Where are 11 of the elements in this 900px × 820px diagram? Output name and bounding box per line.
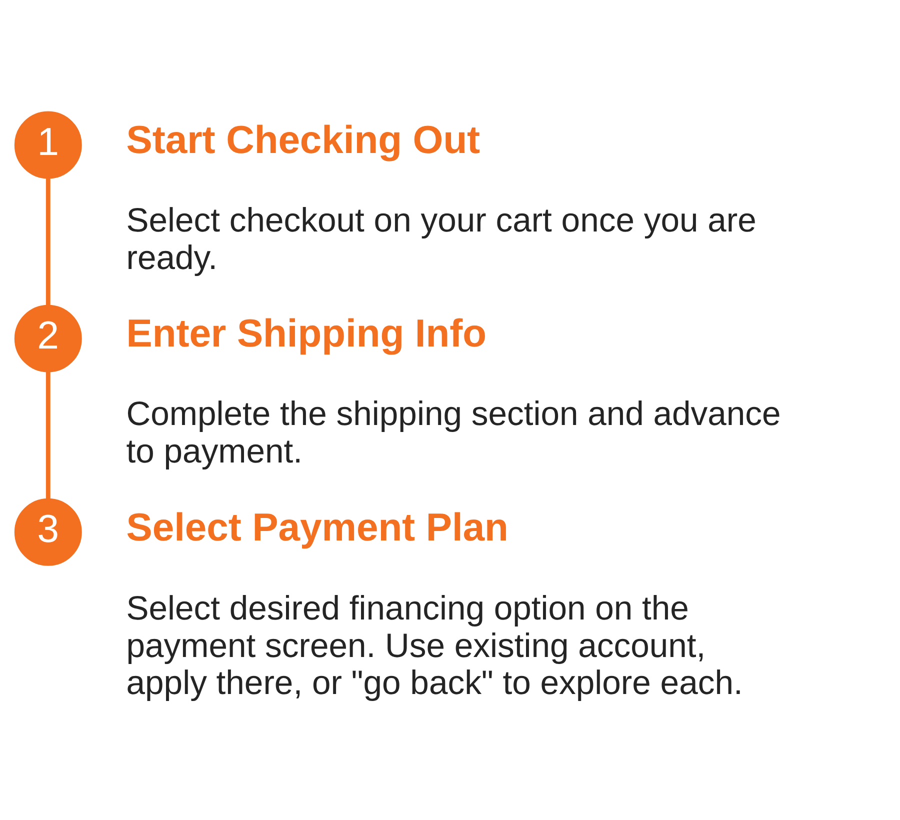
node-circle: 1 — [14, 110, 82, 178]
node-circle: 3 — [14, 498, 82, 566]
node-circle: 2 — [14, 304, 82, 372]
node-label: Select checkout on your cart once you are ready. — [126, 200, 756, 276]
node-label: Select desired financing option on the payment screen. Use existing account, apply there, or "go back" to explore each. — [126, 589, 743, 702]
node-label: Select Payment Plan — [126, 506, 508, 549]
node-label: Start Checking Out — [126, 118, 480, 162]
node-label: Enter Shipping Info — [126, 312, 486, 356]
connector — [46, 178, 50, 305]
connector — [46, 371, 50, 498]
node-label: Complete the shipping section and advance to payment. — [126, 394, 781, 470]
